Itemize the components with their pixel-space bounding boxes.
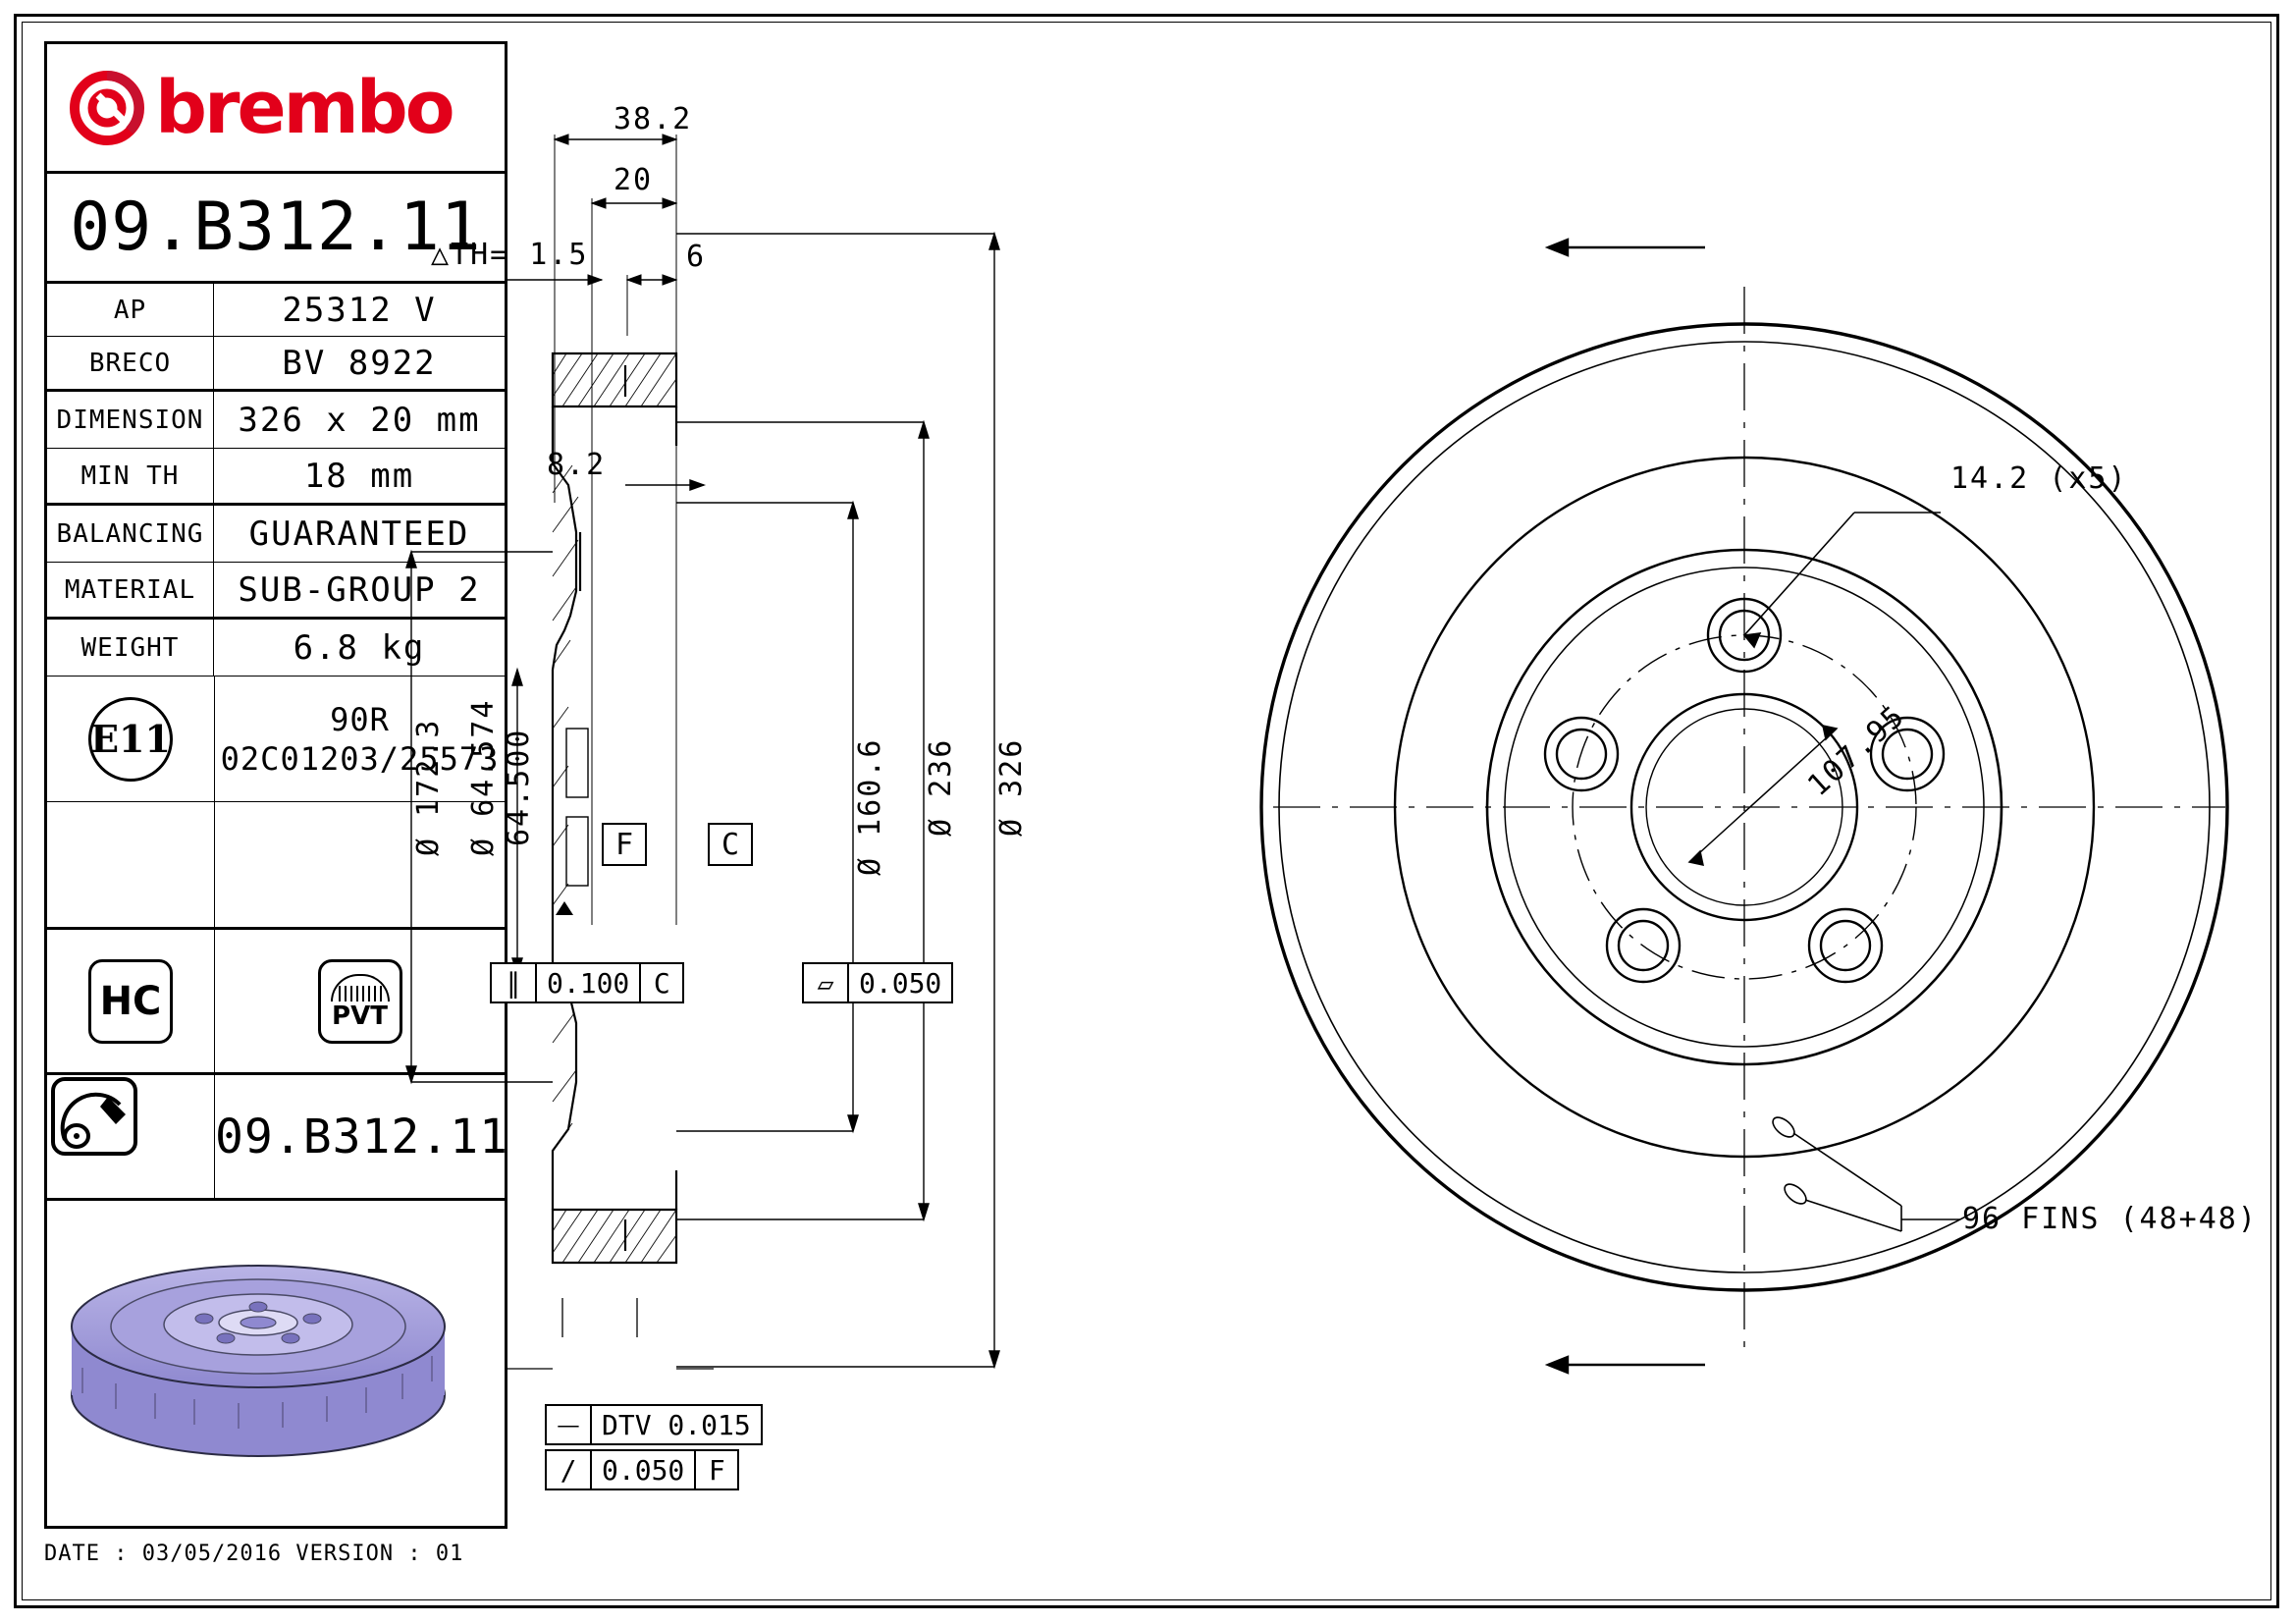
flatness-symbol-icon: ▱: [804, 964, 849, 1001]
dim-disc-thickness: 20: [614, 163, 654, 197]
spec-row-ap: AP 25312 V: [47, 284, 505, 337]
e11-badge-icon: E11: [88, 696, 173, 782]
part-code: 09.B312.11: [70, 189, 482, 266]
spec-row-min-th: MIN TH 18 mm: [47, 449, 505, 506]
runout-frame: / 0.050 F: [545, 1449, 740, 1490]
spec-row-weight: WEIGHT 6.8 kg: [47, 620, 505, 677]
runout-symbol-icon: /: [547, 1451, 592, 1489]
hc-badge-cell: HC: [47, 930, 215, 1072]
callout-bolt-hole-dia: 14.2 (x5): [1950, 461, 2128, 496]
dtv-frame: ⏤ DTV 0.015: [545, 1404, 763, 1445]
parallelism-datum: C: [653, 966, 670, 1000]
dim-outer-flange-dia: Ø 172.3: [411, 718, 446, 856]
inner-frame: [22, 22, 2271, 1600]
blank-row: [47, 802, 505, 930]
spec-label-min-th: MIN TH: [47, 449, 214, 503]
parallelism-tolerance: 0.100: [537, 964, 642, 1001]
spec-row-dimension: DIMENSION 326 x 20 mm: [47, 392, 505, 449]
spec-value-dimension: 326 x 20 mm: [238, 400, 481, 440]
product-photo: [47, 1201, 505, 1543]
footer-date: DATE : 03/05/2016 VERSION : 01: [44, 1542, 464, 1566]
pvt-badge-cell: PVT: [215, 930, 505, 1072]
outer-frame: [14, 14, 2279, 1608]
dim-thickness-variation: △TH= 1.5: [431, 238, 589, 272]
spec-label-ap: AP: [47, 284, 214, 336]
flatness-tolerance: 0.050: [859, 966, 942, 1000]
blank-row-left: [47, 802, 215, 927]
brake-disc-icon: [47, 1075, 215, 1198]
brand-name: brembo: [155, 65, 455, 150]
pvt-badge-label: PVT: [332, 1001, 388, 1031]
certification-line1: 90R: [330, 700, 390, 738]
pvt-fan-icon: [330, 973, 390, 1001]
parallelism-frame: ∥ 0.100 C: [490, 962, 685, 1003]
dim-friction-inner-dia: Ø 236: [924, 737, 958, 837]
certification-line2: 02C01203/25573: [220, 739, 500, 778]
certification-row: E11 90R 02C01203/25573: [47, 677, 505, 802]
badge-row: HC PVT: [47, 930, 505, 1075]
spec-label-material: MATERIAL: [47, 563, 214, 617]
spec-value-material: SUB-GROUP 2: [238, 569, 481, 610]
part-code-repeat: 09.B312.11: [215, 1109, 508, 1164]
info-panel: brembo 09.B312.11 AP 25312 V BRECO BV 89…: [44, 41, 507, 1573]
pvt-badge-icon: PVT: [317, 958, 402, 1044]
dtv-symbol-icon: ⏤: [547, 1406, 592, 1443]
spec-value-weight: 6.8 kg: [293, 627, 426, 668]
flatness-frame: ▱ 0.050: [802, 962, 954, 1003]
part-code-cell: 09.B312.11: [47, 174, 505, 284]
dim-center-bore-max: Ø 64.574: [466, 698, 501, 857]
spec-row-material: MATERIAL SUB-GROUP 2: [47, 563, 505, 620]
dim-inner-vent-dia: Ø 160.6: [853, 737, 887, 876]
dim-hat-step: 6: [686, 240, 707, 274]
spec-value-balancing: GUARANTEED: [248, 514, 470, 554]
spec-label-balancing: BALANCING: [47, 506, 214, 562]
spec-label-dimension: DIMENSION: [47, 392, 214, 448]
spec-value-ap: 25312 V: [282, 290, 437, 330]
info-panel-box: brembo 09.B312.11 AP 25312 V BRECO BV 89…: [44, 41, 507, 1529]
dim-overall-width: 38.2: [614, 102, 693, 136]
brand-logo-cell: brembo: [47, 44, 505, 174]
spec-row-balancing: BALANCING GUARANTEED: [47, 506, 505, 563]
spec-value-breco: BV 8922: [282, 343, 437, 383]
brembo-ring-logo-icon: [69, 70, 145, 146]
drawing-area: 38.2 20 △TH= 1.5 6 8.2 Ø 172.3 Ø 64.574 …: [405, 41, 2258, 1573]
dim-center-bore-min: 64.500: [502, 728, 536, 846]
dim-outer-diameter: Ø 326: [994, 737, 1029, 837]
e11-badge-cell: E11: [47, 677, 215, 801]
runout-datum: F: [708, 1453, 725, 1487]
spec-value-min-th: 18 mm: [303, 456, 415, 496]
spec-row-breco: BRECO BV 8922: [47, 337, 505, 392]
dtv-tolerance: DTV 0.015: [602, 1408, 751, 1441]
parallelism-symbol-icon: ∥: [492, 964, 537, 1001]
spec-label-weight: WEIGHT: [47, 620, 214, 676]
disc-code-row: 09.B312.11: [47, 1075, 508, 1201]
datum-f-box: F: [602, 823, 647, 866]
certification-value: 90R 02C01203/25573: [215, 677, 505, 801]
dim-hat-offset: 8.2: [547, 448, 607, 482]
runout-tolerance: 0.050: [592, 1451, 697, 1489]
datum-c-box: C: [708, 823, 753, 866]
spec-label-breco: BRECO: [47, 337, 214, 389]
callout-fin-count: 96 FINS (48+48): [1962, 1202, 2258, 1236]
face-view: [1259, 238, 2229, 1375]
hc-badge-icon: HC: [88, 958, 173, 1044]
